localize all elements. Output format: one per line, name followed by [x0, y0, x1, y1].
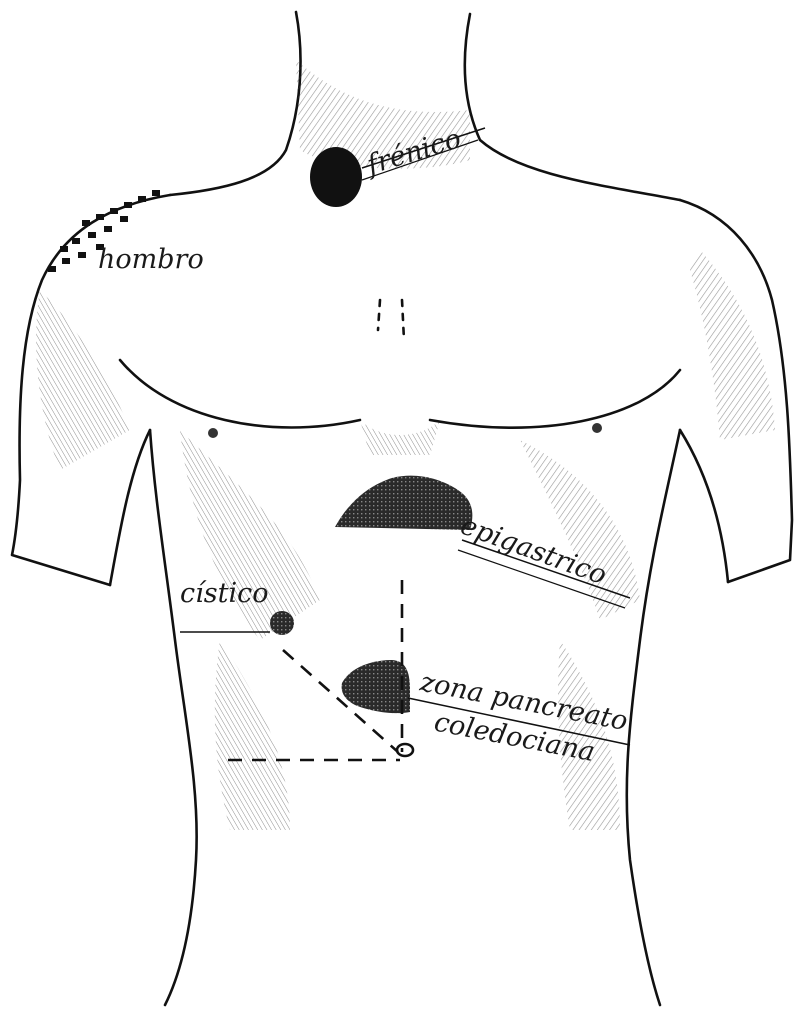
epigastrico-area: [335, 476, 472, 530]
label-hombro: hombro: [98, 246, 204, 273]
cistico-spot: [270, 611, 294, 635]
shading: [36, 60, 775, 830]
frenico-spot: [310, 147, 362, 207]
label-cistico: cístico: [180, 580, 268, 607]
zona-pancreato-area: [342, 660, 410, 713]
